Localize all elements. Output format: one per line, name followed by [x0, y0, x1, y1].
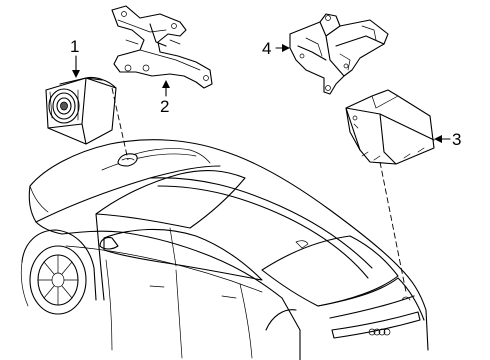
callout-4: 4 — [262, 39, 271, 58]
part-2-bracket — [111, 5, 213, 89]
callout-2: 2 — [160, 97, 169, 116]
rings-badge-icon — [368, 328, 391, 336]
arrow-3-icon — [434, 135, 442, 143]
part-1-speaker-unit — [45, 76, 117, 145]
arrow-1-icon — [72, 70, 80, 78]
front-wheel — [29, 245, 87, 315]
callout-1: 1 — [70, 37, 79, 56]
callout-3: 3 — [452, 130, 461, 149]
arrow-4-icon — [282, 44, 290, 52]
part-3-control-module — [345, 89, 435, 165]
part-4-module-holder — [289, 13, 389, 95]
leader-lines — [72, 44, 451, 293]
vehicle-outline — [20, 139, 429, 360]
arrow-2-icon — [162, 80, 170, 88]
